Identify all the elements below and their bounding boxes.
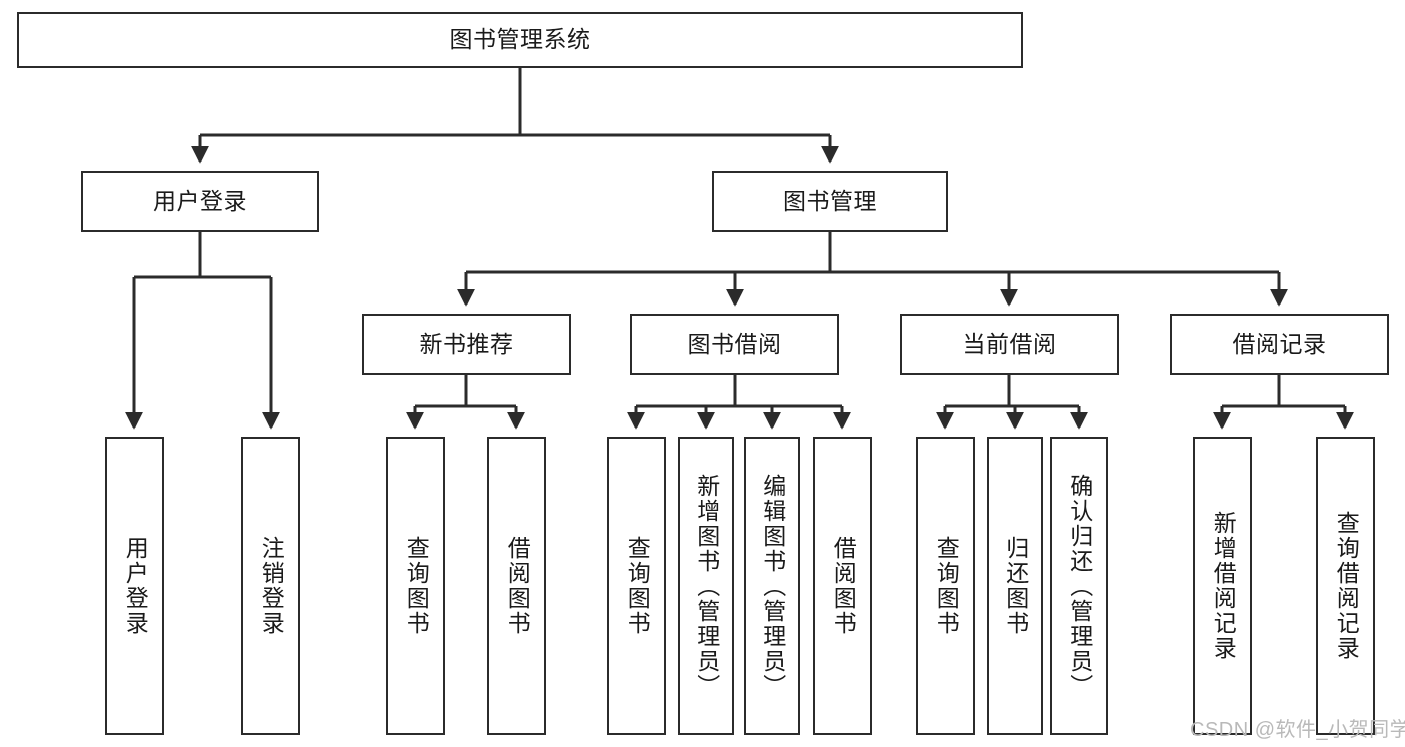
leaf-user-login[interactable]: 用户登录	[105, 437, 164, 735]
leaf-query-borrow-record[interactable]: 查询借阅记录	[1316, 437, 1375, 735]
leaf-borrow-book-recommend-label: 借阅图书	[504, 536, 531, 636]
leaf-confirm-return-admin[interactable]: 确认归还（管理员）	[1050, 437, 1108, 735]
leaf-query-borrow-record-label: 查询借阅记录	[1333, 511, 1360, 661]
leaf-borrow-book[interactable]: 借阅图书	[813, 437, 872, 735]
leaf-query-book-current-label: 查询图书	[933, 536, 960, 636]
leaf-add-book-admin[interactable]: 新增图书（管理员）	[678, 437, 734, 735]
node-borrow-record-label: 借阅记录	[1232, 330, 1327, 357]
node-book-management[interactable]: 图书管理	[712, 171, 948, 232]
leaf-edit-book-admin-label: 编辑图书（管理员）	[759, 473, 786, 699]
leaf-logout[interactable]: 注销登录	[241, 437, 300, 735]
leaf-query-book-current[interactable]: 查询图书	[916, 437, 975, 735]
node-book-management-label: 图书管理	[783, 187, 877, 214]
node-user-login[interactable]: 用户登录	[81, 171, 319, 232]
node-current-borrow-label: 当前借阅	[962, 330, 1057, 357]
node-borrow-record[interactable]: 借阅记录	[1170, 314, 1389, 375]
node-book-borrow-label: 图书借阅	[687, 330, 782, 357]
node-new-book-recommend[interactable]: 新书推荐	[362, 314, 571, 375]
node-user-login-label: 用户登录	[153, 187, 247, 214]
leaf-add-borrow-record-label: 新增借阅记录	[1210, 511, 1237, 661]
leaf-query-book-borrow-label: 查询图书	[624, 536, 651, 636]
node-root[interactable]: 图书管理系统	[17, 12, 1023, 68]
leaf-borrow-book-label: 借阅图书	[830, 536, 857, 636]
leaf-add-borrow-record[interactable]: 新增借阅记录	[1193, 437, 1252, 735]
leaf-return-book[interactable]: 归还图书	[987, 437, 1043, 735]
node-root-label: 图书管理系统	[449, 26, 591, 53]
leaf-return-book-label: 归还图书	[1002, 536, 1029, 636]
node-current-borrow[interactable]: 当前借阅	[900, 314, 1119, 375]
leaf-add-book-admin-label: 新增图书（管理员）	[693, 473, 720, 699]
leaf-logout-label: 注销登录	[258, 536, 285, 636]
leaf-edit-book-admin[interactable]: 编辑图书（管理员）	[744, 437, 800, 735]
leaf-borrow-book-recommend[interactable]: 借阅图书	[487, 437, 546, 735]
csdn-watermark: CSDN @软件_小贺同学	[1190, 719, 1405, 741]
node-book-borrow[interactable]: 图书借阅	[630, 314, 839, 375]
node-new-book-recommend-label: 新书推荐	[419, 330, 514, 357]
leaf-confirm-return-admin-label: 确认归还（管理员）	[1066, 473, 1093, 699]
leaf-query-book-recommend-label: 查询图书	[403, 536, 430, 636]
leaf-query-book-recommend[interactable]: 查询图书	[386, 437, 445, 735]
leaf-query-book-borrow[interactable]: 查询图书	[607, 437, 666, 735]
leaf-user-login-label: 用户登录	[122, 536, 149, 636]
